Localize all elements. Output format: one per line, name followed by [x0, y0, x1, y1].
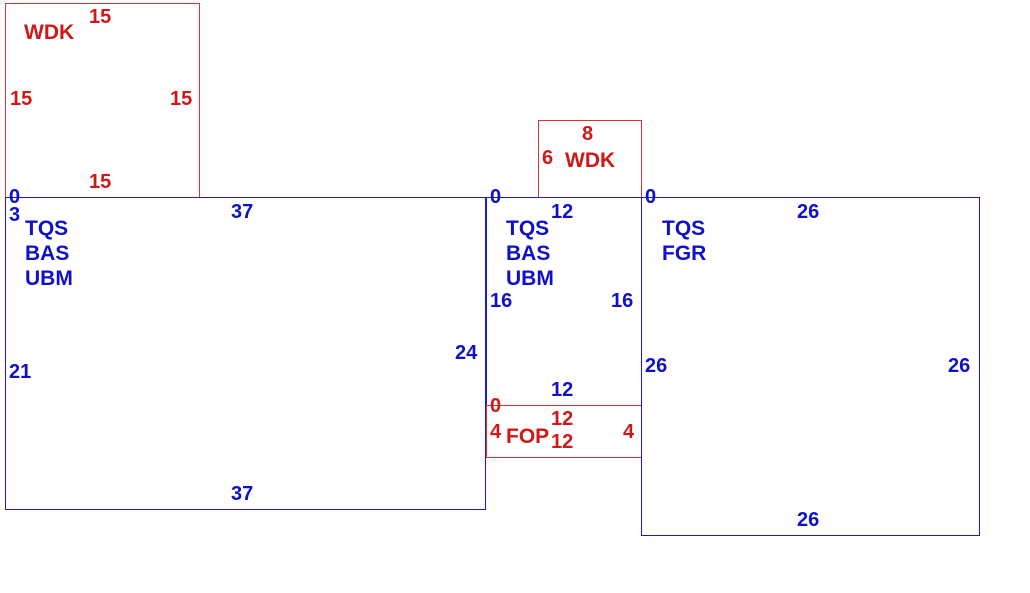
room-name-line: TQS: [662, 217, 706, 240]
dim-fop-top: 12: [551, 408, 574, 430]
room-name-line: WDK: [24, 21, 75, 44]
room-fop-name: FOP: [506, 424, 549, 449]
dim-wdk-left-left: 15: [10, 88, 33, 110]
dim-tqs-left-top: 37: [231, 201, 254, 223]
corner-fop: 0: [490, 395, 502, 417]
dim-tqs-left-bottom: 37: [231, 483, 254, 505]
room-wdk-left-name: WDK: [24, 20, 74, 45]
room-name-line: TQS: [506, 217, 550, 240]
room-name-line: FOP: [506, 425, 550, 448]
dim-tqs-mid-bottom: 12: [551, 379, 574, 401]
room-name-line: UBM: [25, 267, 73, 290]
room-name-line: UBM: [506, 267, 554, 290]
dim-fop-bottom: 12: [551, 431, 574, 453]
dim-tqs-right-right: 26: [948, 355, 971, 377]
room-name-line: BAS: [506, 242, 551, 265]
dim-fop-left: 4: [490, 421, 502, 443]
room-tqs-left-names: TQS BAS UBM: [25, 216, 73, 291]
dim-wdk-mid-top: 8: [582, 123, 594, 145]
dim-tqs-right-left: 26: [645, 355, 668, 377]
dim-fop-right: 4: [623, 421, 635, 443]
dim-tqs-left-right: 24: [455, 342, 478, 364]
dim-tqs-mid-top: 12: [551, 201, 574, 223]
dim-wdk-left-bottom: 15: [89, 171, 112, 193]
dim-tqs-mid-left: 16: [490, 290, 513, 312]
room-name-line: TQS: [25, 217, 69, 240]
dim-wdk-left-right: 15: [170, 88, 193, 110]
room-name-line: WDK: [565, 149, 616, 172]
room-wdk-mid-name: WDK: [565, 148, 615, 173]
corner-tqs-mid: 0: [490, 186, 502, 208]
corner-tqs-right: 0: [645, 186, 657, 208]
room-name-line: FGR: [662, 242, 707, 265]
dim-tqs-right-top: 26: [797, 201, 820, 223]
room-tqs-right-names: TQS FGR: [662, 216, 706, 266]
dim-tqs-mid-right: 16: [611, 290, 634, 312]
room-tqs-right-outline: [641, 197, 980, 536]
corner-tqs-left-sub: 3: [9, 204, 21, 226]
dim-wdk-left-top: 15: [89, 6, 112, 28]
corner-tqs-left: 0: [9, 186, 21, 208]
dim-tqs-left-left: 21: [9, 361, 32, 383]
dim-tqs-right-bottom: 26: [797, 509, 820, 531]
dim-wdk-mid-left: 6: [542, 147, 554, 169]
room-tqs-mid-names: TQS BAS UBM: [506, 216, 554, 291]
room-tqs-left-outline: [5, 197, 486, 510]
room-name-line: BAS: [25, 242, 70, 265]
